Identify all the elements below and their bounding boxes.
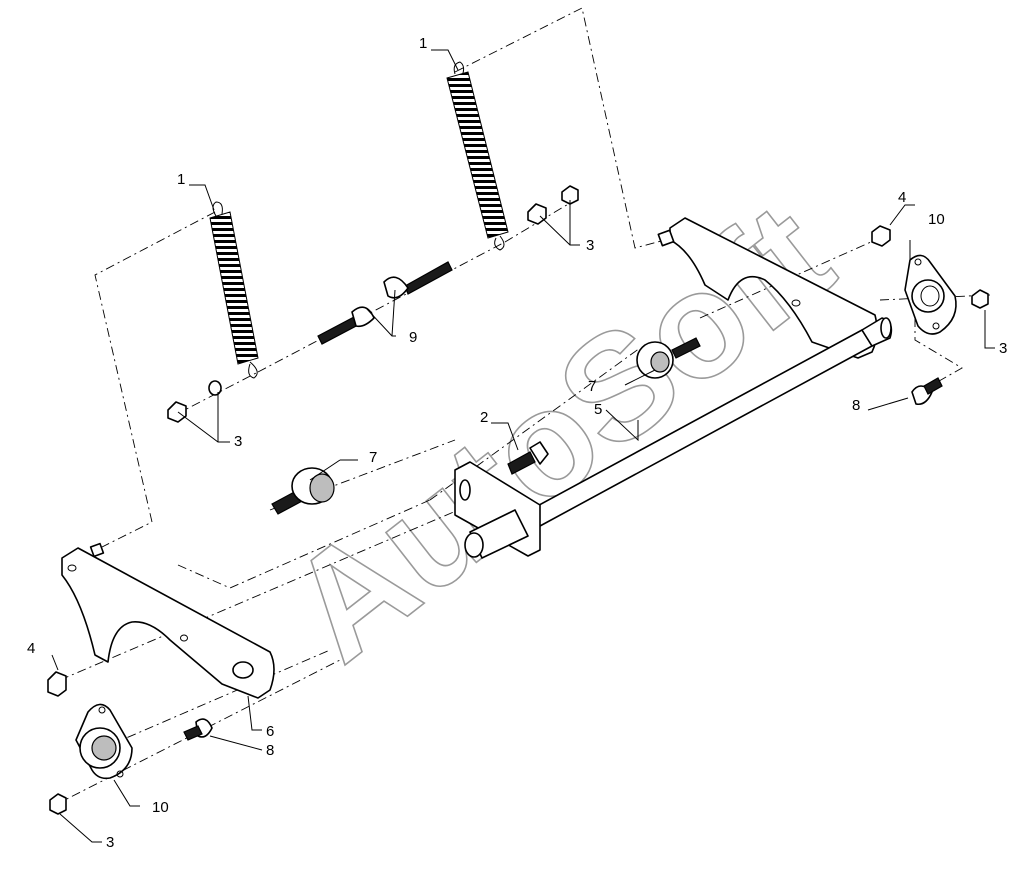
callout-7-left-roller: 7 (369, 449, 377, 466)
spring-left (209, 201, 259, 379)
lock-nuts (47, 225, 891, 697)
flange-bearing-right (904, 254, 957, 335)
hex-nuts (49, 185, 989, 815)
callout-10-right: 10 (928, 211, 945, 228)
callout-4-right: 4 (898, 189, 906, 206)
callout-2: 2 (480, 409, 488, 426)
roller-right (636, 337, 701, 379)
callout-3-far-right: 3 (999, 340, 1007, 357)
callout-10-left: 10 (152, 799, 169, 816)
callout-8-left: 8 (266, 742, 274, 759)
callout-6: 6 (266, 723, 274, 740)
callout-7-right-roller: 7 (588, 378, 596, 395)
spring-right (446, 61, 509, 251)
callout-8-right: 8 (852, 397, 860, 414)
cap-screw (507, 441, 549, 475)
watermark: AutoSoft (258, 170, 862, 694)
shaft-assembly (454, 217, 893, 559)
callout-labels: 1 1 2 3 3 3 3 4 4 5 6 7 7 8 8 9 10 10 (27, 35, 1007, 851)
callout-3-left: 3 (234, 433, 242, 450)
leader-lines (51, 49, 995, 843)
callout-3-bottom: 3 (106, 834, 114, 851)
callout-1-left-spring: 1 (177, 171, 185, 188)
spring-bolts (317, 261, 453, 345)
flange-bearing-left (75, 703, 133, 780)
callout-9: 9 (409, 329, 417, 346)
watermark-text: AutoSoft (258, 170, 860, 692)
callout-5: 5 (594, 401, 602, 418)
callout-1-right-spring: 1 (419, 35, 427, 52)
callout-3-upper-right: 3 (586, 237, 594, 254)
carriage-bolts (183, 377, 943, 741)
roller-left (271, 467, 335, 515)
left-bracket-plate (61, 542, 275, 699)
callout-4-left: 4 (27, 640, 35, 657)
